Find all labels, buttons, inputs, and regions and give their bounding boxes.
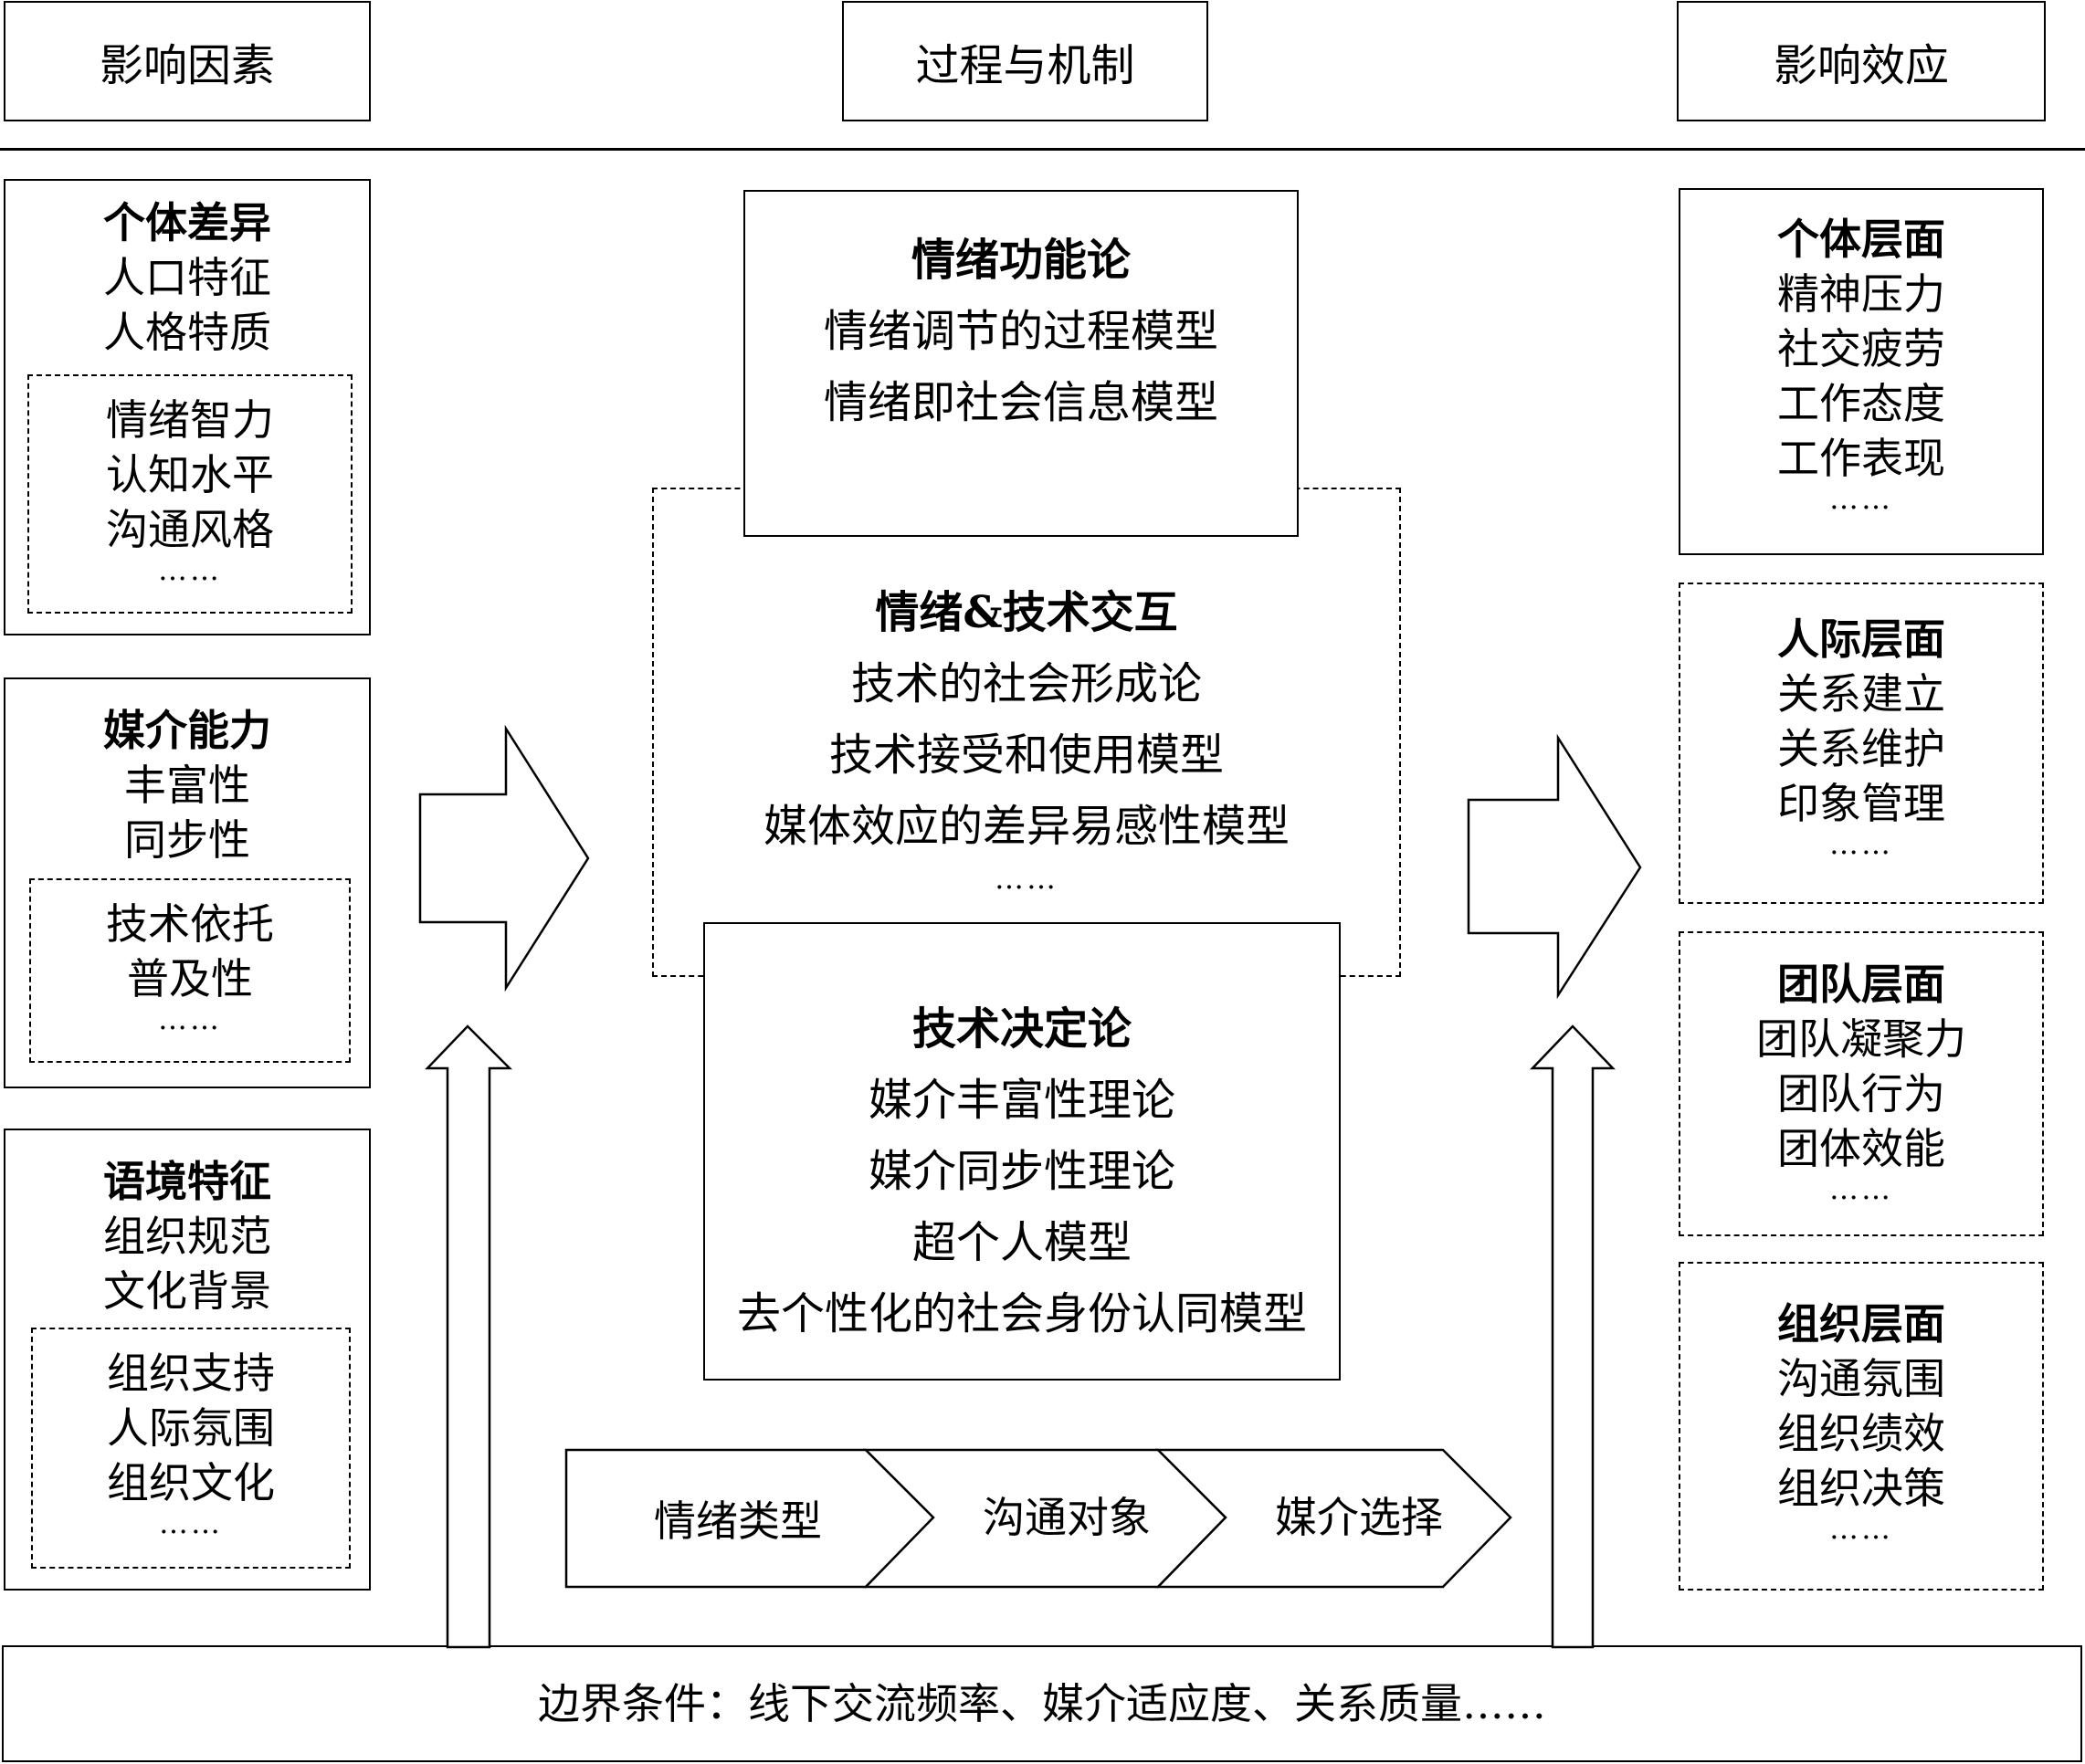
list-item: 人格特质 <box>103 308 271 357</box>
interpersonal-level-title: 人际层面 <box>1777 614 1945 664</box>
list-item: 去个性化的社会身份认同模型 <box>736 1288 1307 1339</box>
list-item: 印象管理 <box>1777 779 1945 828</box>
list-item: 组织规范 <box>103 1212 271 1261</box>
list-item: 丰富性 <box>124 761 250 810</box>
list-item: 组织文化 <box>107 1458 275 1507</box>
list-item: 情绪即社会信息模型 <box>823 377 1218 428</box>
context-features-title: 语境特征 <box>103 1157 271 1206</box>
left-up-arrow <box>425 1024 513 1649</box>
more-ellipsis: …… <box>159 1506 223 1540</box>
list-item: 工作表现 <box>1777 434 1945 483</box>
chain-label-communication-target: 沟通对象 <box>983 1493 1151 1542</box>
context-features-box: 语境特征 组织规范 文化背景 组织支持 人际氛围 组织文化 …… <box>4 1129 371 1591</box>
list-item: 技术依托 <box>106 899 274 949</box>
list-item: 关系维护 <box>1777 724 1945 773</box>
team-level-title: 团队层面 <box>1777 960 1945 1009</box>
header-divider <box>0 148 2085 151</box>
list-item: 媒介同步性理论 <box>868 1146 1175 1197</box>
list-item: 普及性 <box>127 954 253 1003</box>
chain-step-3 <box>1154 1448 1512 1589</box>
organization-level-box: 组织层面 沟通氛围 组织绩效 组织决策 …… <box>1679 1262 2044 1591</box>
list-item: 团队凝聚力 <box>1756 1014 1966 1064</box>
list-item: 组织决策 <box>1777 1464 1945 1513</box>
individual-differences-box: 个体差异 人口特征 人格特质 情绪智力 认知水平 沟通风格 …… <box>4 179 371 635</box>
more-ellipsis: …… <box>1829 481 1893 516</box>
list-item: 情绪智力 <box>106 395 274 445</box>
individual-dashed-group: 情绪智力 认知水平 沟通风格 …… <box>27 374 353 614</box>
list-item: 情绪调节的过程模型 <box>823 306 1218 357</box>
list-item: 文化背景 <box>103 1266 271 1316</box>
context-dashed-group: 组织支持 人际氛围 组织文化 …… <box>31 1328 351 1569</box>
list-item: 技术接受和使用模型 <box>828 730 1224 781</box>
header-factors: 影响因素 <box>4 1 371 121</box>
list-item: 媒介丰富性理论 <box>868 1075 1175 1126</box>
media-dashed-group: 技术依托 普及性 …… <box>29 878 351 1063</box>
interaction-title: 情绪&技术交互 <box>875 587 1178 638</box>
list-item: 人口特征 <box>103 253 271 302</box>
media-capability-box: 媒介能力 丰富性 同步性 技术依托 普及性 …… <box>4 677 371 1088</box>
technological-determinism-box: 技术决定论 媒介丰富性理论 媒介同步性理论 超个人模型 去个性化的社会身份认同模… <box>703 922 1341 1381</box>
more-ellipsis: …… <box>158 552 222 587</box>
list-item: 团体效能 <box>1777 1124 1945 1173</box>
header-effects: 影响效应 <box>1677 1 2046 121</box>
list-item: 认知水平 <box>106 450 274 499</box>
list-item: 同步性 <box>124 815 250 865</box>
list-item: 社交疲劳 <box>1777 324 1945 373</box>
organization-level-title: 组织层面 <box>1777 1299 1945 1349</box>
emotion-technology-interaction-box: 情绪&技术交互 技术的社会形成论 技术接受和使用模型 媒体效应的差异易感性模型 … <box>652 488 1401 977</box>
emotion-function-theory-box: 情绪功能论 情绪调节的过程模型 情绪即社会信息模型 <box>743 190 1299 537</box>
team-level-box: 团队层面 团队凝聚力 团队行为 团体效能 …… <box>1679 931 2044 1236</box>
individual-differences-title: 个体差异 <box>103 198 271 247</box>
list-item: 沟通氛围 <box>1777 1354 1945 1403</box>
chain-label-media-choice: 媒介选择 <box>1275 1493 1443 1542</box>
list-item: 技术的社会形成论 <box>850 658 1202 709</box>
list-item: 人际氛围 <box>107 1403 275 1453</box>
list-item: 超个人模型 <box>911 1217 1132 1268</box>
list-item: 媒体效应的差异易感性模型 <box>763 801 1290 852</box>
boundary-conditions-text: 边界条件：线下交流频率、媒介适应度、关系质量…… <box>538 1679 1546 1728</box>
right-up-arrow <box>1530 1024 1616 1649</box>
more-ellipsis: …… <box>1829 826 1893 861</box>
interpersonal-level-box: 人际层面 关系建立 关系维护 印象管理 …… <box>1679 583 2044 904</box>
media-capability-title: 媒介能力 <box>103 706 271 755</box>
more-ellipsis: …… <box>158 1002 222 1036</box>
list-item: 关系建立 <box>1777 669 1945 719</box>
chain-label-emotion-type: 情绪类型 <box>654 1496 822 1546</box>
more-ellipsis: …… <box>995 861 1058 896</box>
list-item: 组织绩效 <box>1777 1409 1945 1458</box>
individual-level-box: 个体层面 精神压力 社交疲劳 工作态度 工作表现 …… <box>1679 188 2044 555</box>
list-item: 精神压力 <box>1777 269 1945 319</box>
list-item: 沟通风格 <box>106 505 274 554</box>
boundary-conditions-box: 边界条件：线下交流频率、媒介适应度、关系质量…… <box>2 1645 2082 1762</box>
list-item: 组织支持 <box>107 1349 275 1398</box>
technological-determinism-title: 技术决定论 <box>911 1003 1132 1055</box>
emotion-function-title: 情绪功能论 <box>911 235 1131 286</box>
right-right-arrow <box>1467 733 1642 1000</box>
left-right-arrow <box>418 724 590 992</box>
more-ellipsis: …… <box>1829 1171 1893 1206</box>
more-ellipsis: …… <box>1829 1511 1893 1546</box>
header-process: 过程与机制 <box>842 1 1208 121</box>
list-item: 团队行为 <box>1777 1069 1945 1118</box>
individual-level-title: 个体层面 <box>1777 215 1945 264</box>
list-item: 工作态度 <box>1777 379 1945 428</box>
